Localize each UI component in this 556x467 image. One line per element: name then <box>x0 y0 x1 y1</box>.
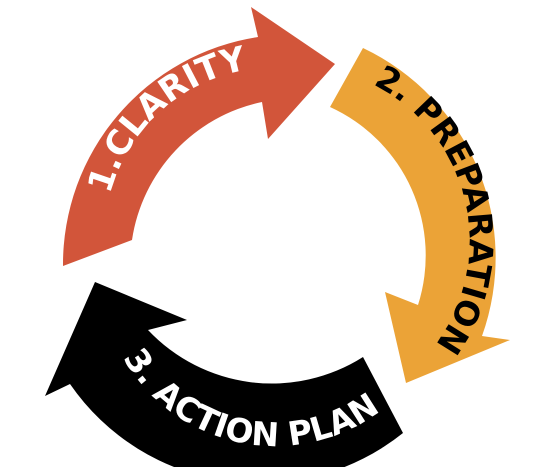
step-preparation-arrow: 2. PREPARATION <box>330 48 510 383</box>
step-preparation-shape <box>330 48 510 383</box>
step-action-plan-arrow: 3. ACTION PLAN <box>45 282 403 467</box>
step-action-plan-shape <box>45 282 403 467</box>
step-clarity-arrow: 1.CLARITY <box>62 7 335 266</box>
step-clarity-label: 1.CLARITY <box>80 39 250 197</box>
step-clarity-shape <box>62 7 335 266</box>
